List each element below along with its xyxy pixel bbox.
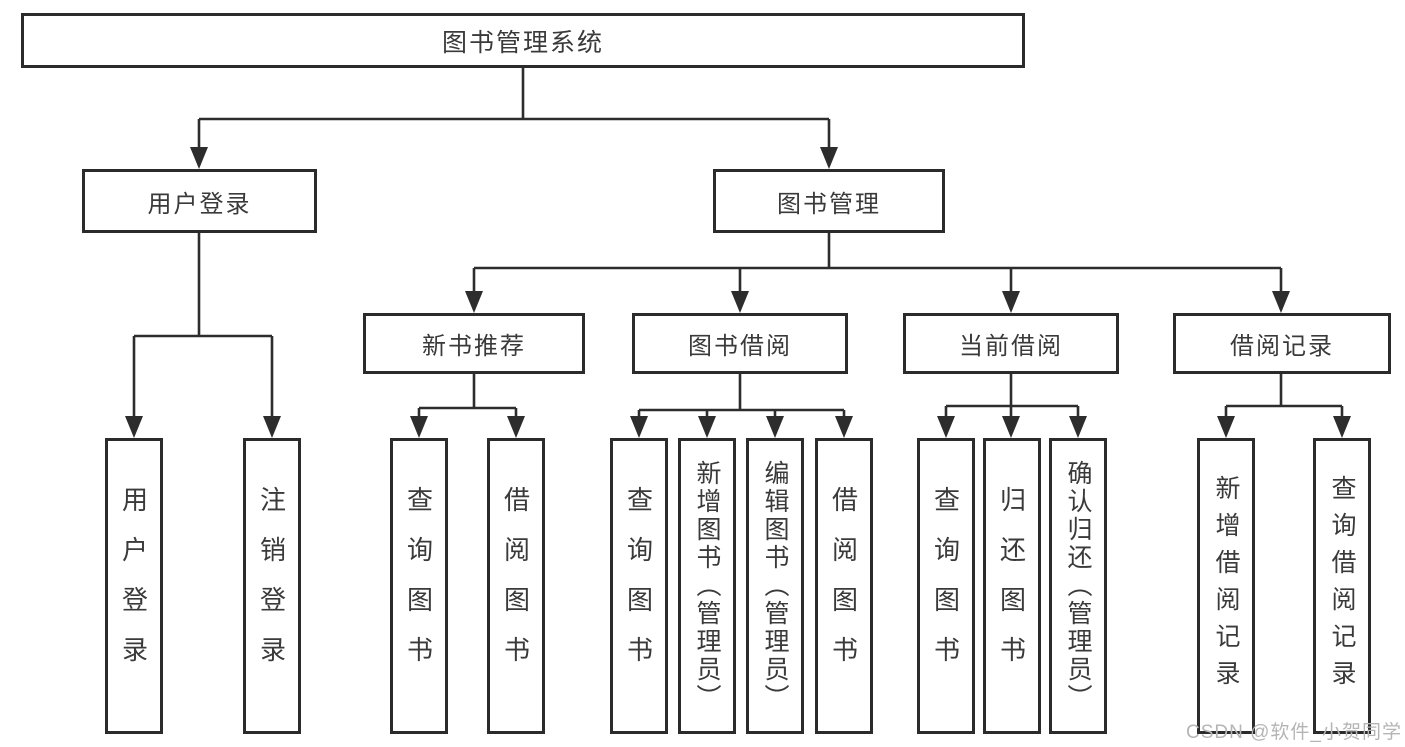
arrowhead bbox=[507, 416, 525, 438]
connector-current-borrow-to-leaves bbox=[937, 374, 1087, 438]
arrowhead bbox=[1333, 416, 1351, 438]
leaf-label: 查询图书 bbox=[623, 486, 654, 686]
leaf-br-add-record: 新增借阅记录 bbox=[1197, 438, 1255, 734]
arrowhead bbox=[1217, 416, 1235, 438]
leaf-label: 查询图书 bbox=[403, 486, 434, 686]
leaf-cb-return-books: 归还图书 bbox=[983, 438, 1041, 734]
leaf-label: 注销登录 bbox=[256, 486, 287, 686]
leaf-br-query-record: 查询借阅记录 bbox=[1313, 438, 1371, 734]
leaf-label: 确认归还（管理员） bbox=[1064, 460, 1092, 712]
leaf-label: 归还图书 bbox=[996, 486, 1027, 686]
arrowhead bbox=[731, 291, 749, 313]
leaf-label: 借阅图书 bbox=[500, 486, 531, 686]
leaf-label: 新增借阅记录 bbox=[1212, 475, 1240, 697]
leaf-bb-edit-books-admin: 编辑图书（管理员） bbox=[746, 438, 804, 734]
csdn-watermark: CSDN @软件_小贺同学 bbox=[1186, 722, 1402, 743]
leaf-label: 新增图书（管理员） bbox=[693, 460, 721, 712]
leaf-logout: 注销登录 bbox=[243, 438, 301, 734]
connector-book-borrow-to-leaves bbox=[630, 374, 853, 438]
node-book-management: 图书管理 bbox=[713, 169, 945, 233]
arrowhead bbox=[1069, 416, 1087, 438]
node-user-login: 用户登录 bbox=[82, 169, 317, 233]
node-book-borrow: 图书借阅 bbox=[632, 313, 848, 374]
arrowhead bbox=[125, 416, 143, 438]
node-current-borrow: 当前借阅 bbox=[903, 313, 1119, 374]
leaf-cb-query-books: 查询图书 bbox=[917, 438, 975, 734]
arrowhead bbox=[410, 416, 428, 438]
connector-borrow-records-to-leaves bbox=[1217, 374, 1351, 438]
arrowhead bbox=[190, 147, 208, 169]
leaf-user-login: 用户登录 bbox=[105, 438, 163, 734]
connector-book-management-to-groups bbox=[465, 233, 1290, 313]
arrowhead bbox=[820, 147, 838, 169]
leaf-nbr-query-books: 查询图书 bbox=[390, 438, 448, 734]
arrowhead bbox=[263, 416, 281, 438]
leaf-label: 用户登录 bbox=[118, 486, 149, 686]
leaf-label: 查询图书 bbox=[930, 486, 961, 686]
node-borrow-records: 借阅记录 bbox=[1173, 313, 1391, 374]
leaf-bb-query-books: 查询图书 bbox=[610, 438, 668, 734]
arrowhead bbox=[835, 416, 853, 438]
connector-new-book-recommend-to-leaves bbox=[410, 374, 525, 438]
arrowhead bbox=[1272, 291, 1290, 313]
leaf-nbr-borrow-books: 借阅图书 bbox=[487, 438, 545, 734]
leaf-label: 查询借阅记录 bbox=[1328, 475, 1356, 697]
leaf-label: 借阅图书 bbox=[828, 486, 859, 686]
arrowhead bbox=[937, 416, 955, 438]
arrowhead bbox=[698, 416, 716, 438]
node-new-book-recommend: 新书推荐 bbox=[363, 313, 585, 374]
leaf-cb-confirm-return-admin: 确认归还（管理员） bbox=[1049, 438, 1107, 734]
arrowhead bbox=[465, 291, 483, 313]
leaf-bb-borrow-books: 借阅图书 bbox=[815, 438, 873, 734]
arrowhead bbox=[1002, 416, 1020, 438]
arrowhead bbox=[766, 416, 784, 438]
connector-root-to-level1 bbox=[190, 68, 838, 169]
connector-user-login-to-leaves bbox=[125, 233, 281, 438]
arrowhead bbox=[630, 416, 648, 438]
node-root-library-system: 图书管理系统 bbox=[21, 13, 1025, 68]
leaf-bb-add-books-admin: 新增图书（管理员） bbox=[678, 438, 736, 734]
leaf-label: 编辑图书（管理员） bbox=[761, 460, 789, 712]
arrowhead bbox=[1002, 291, 1020, 313]
